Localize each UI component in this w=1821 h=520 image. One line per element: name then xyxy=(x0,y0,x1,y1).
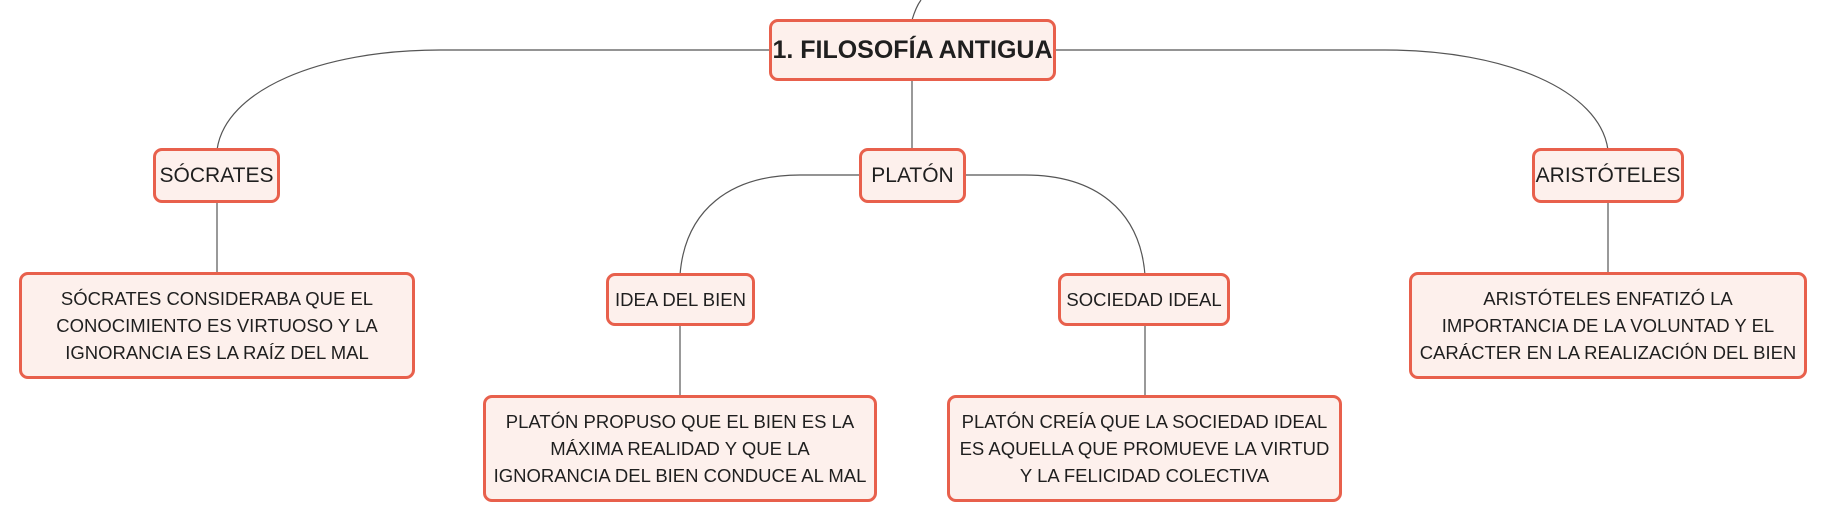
subtopic-node-sociedad-ideal[interactable]: SOCIEDAD IDEAL xyxy=(1058,273,1230,326)
topic-node-platon[interactable]: PLATÓN xyxy=(859,148,966,203)
topic-node-aristoteles[interactable]: ARISTÓTELES xyxy=(1532,148,1684,203)
topic-label-aristoteles: ARISTÓTELES xyxy=(1535,163,1681,187)
connector-parent-stub xyxy=(911,0,922,21)
root-node[interactable]: 1. FILOSOFÍA ANTIGUA xyxy=(769,19,1056,81)
connector-platon-idea xyxy=(679,174,860,276)
note-node-aristoteles[interactable]: ARISTÓTELES ENFATIZÓ LA IMPORTANCIA DE L… xyxy=(1409,272,1807,379)
note-text-idea-del-bien: PLATÓN PROPUSO QUE EL BIEN ES LA MÁXIMA … xyxy=(493,411,867,486)
subtopic-label-idea-del-bien: IDEA DEL BIEN xyxy=(615,288,746,310)
note-node-sociedad-ideal[interactable]: PLATÓN CREÍA QUE LA SOCIEDAD IDEAL ES AQ… xyxy=(947,395,1342,502)
topic-node-socrates[interactable]: SÓCRATES xyxy=(153,148,280,203)
connector-platon-sociedad xyxy=(965,174,1146,276)
topic-label-platon: PLATÓN xyxy=(871,163,954,187)
topic-label-socrates: SÓCRATES xyxy=(159,163,274,187)
subtopic-node-idea-del-bien[interactable]: IDEA DEL BIEN xyxy=(606,273,755,326)
note-node-idea-del-bien[interactable]: PLATÓN PROPUSO QUE EL BIEN ES LA MÁXIMA … xyxy=(483,395,877,502)
connector-root-socrates xyxy=(216,49,770,151)
note-text-sociedad-ideal: PLATÓN CREÍA QUE LA SOCIEDAD IDEAL ES AQ… xyxy=(959,411,1330,486)
note-text-socrates: SÓCRATES CONSIDERABA QUE EL CONOCIMIENTO… xyxy=(56,288,378,363)
connector-root-aristoteles xyxy=(1055,49,1609,151)
root-label: 1. FILOSOFÍA ANTIGUA xyxy=(772,35,1053,64)
note-text-aristoteles: ARISTÓTELES ENFATIZÓ LA IMPORTANCIA DE L… xyxy=(1419,288,1797,363)
subtopic-label-sociedad-ideal: SOCIEDAD IDEAL xyxy=(1066,288,1222,310)
note-node-socrates[interactable]: SÓCRATES CONSIDERABA QUE EL CONOCIMIENTO… xyxy=(19,272,415,379)
